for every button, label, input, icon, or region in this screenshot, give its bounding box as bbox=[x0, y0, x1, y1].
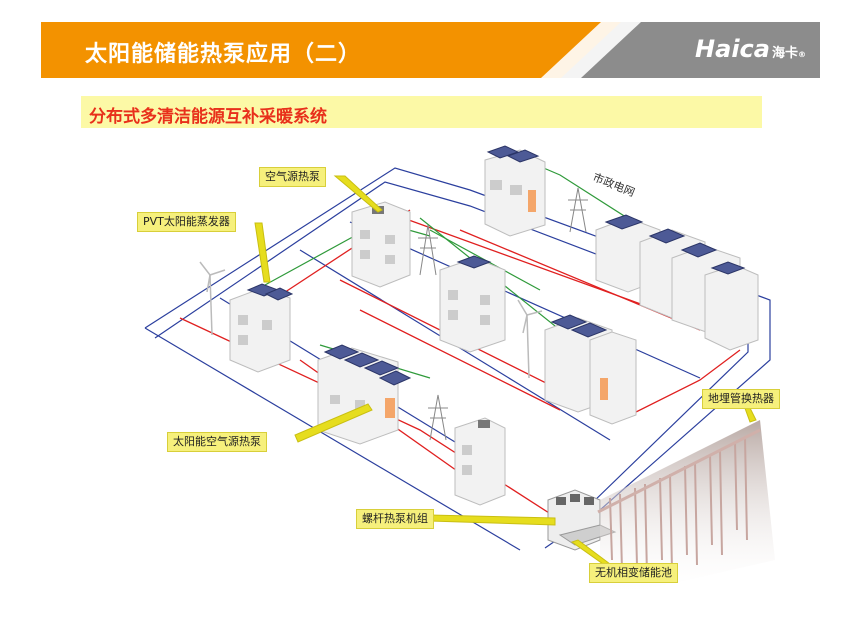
logo-reg-mark: ® bbox=[798, 50, 806, 59]
building-mid-right bbox=[544, 314, 637, 425]
logo-cn-text: 海卡 bbox=[771, 46, 798, 61]
building-center bbox=[439, 255, 506, 353]
header-background bbox=[41, 22, 820, 78]
callout-leaders bbox=[254, 175, 757, 565]
callout-ground-heat-exchanger: 地埋管换热器 bbox=[702, 389, 780, 409]
building-bottom-center bbox=[454, 417, 506, 506]
building-air-source bbox=[351, 201, 411, 288]
power-pylon-2 bbox=[568, 187, 588, 233]
callout-pvt-solar-evaporator: PVT太阳能蒸发器 bbox=[137, 212, 236, 232]
callout-solar-air-source-heat-pump: 太阳能空气源热泵 bbox=[167, 432, 267, 452]
building-row-right bbox=[595, 214, 759, 351]
callout-screw-heat-pump-unit: 螺杆热泵机组 bbox=[356, 509, 434, 529]
callout-air-source-heat-pump: 空气源热泵 bbox=[259, 167, 326, 187]
subtitle-bar: 分布式多清洁能源互补采暖系统 bbox=[81, 96, 762, 128]
building-group-top bbox=[484, 145, 546, 237]
building-pvt bbox=[229, 283, 294, 373]
building-solar-air bbox=[317, 344, 412, 445]
power-pylon-3 bbox=[428, 394, 448, 441]
wind-turbine-1 bbox=[199, 261, 226, 336]
grid-label: 市政电网 bbox=[591, 170, 637, 199]
callout-phase-change-storage-pool: 无机相变储能池 bbox=[589, 563, 678, 583]
logo-text: Haica bbox=[695, 35, 770, 63]
ground-heat-exchanger-field bbox=[597, 420, 775, 600]
wind-turbine-2 bbox=[517, 299, 543, 379]
power-pylon-1 bbox=[418, 224, 438, 276]
section-subtitle: 分布式多清洁能源互补采暖系统 bbox=[89, 107, 327, 127]
page-title: 太阳能储能热泵应用（二） bbox=[85, 42, 362, 67]
